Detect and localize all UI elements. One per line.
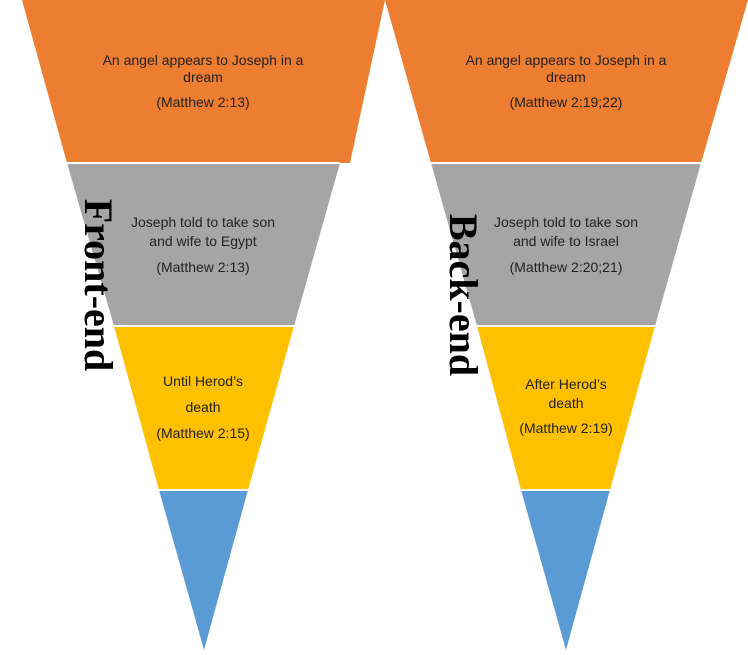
left-seg2-line1: Joseph told to take son (131, 214, 275, 230)
right-seg1-ref: (Matthew 2:19;22) (510, 94, 623, 110)
left-segment-3 (114, 326, 294, 490)
left-seg1-line1: An angel appears to Joseph in a (103, 52, 304, 68)
right-seg1-line1: An angel appears to Joseph in a (466, 52, 667, 68)
right-seg3-line1: After Herod’s (525, 376, 606, 392)
right-segment-2 (431, 163, 701, 326)
left-segment-2 (67, 163, 340, 326)
right-seg2-line2: and wife to Israel (513, 233, 619, 249)
right-seg3-line2: death (548, 395, 583, 411)
right-seg1-line2: dream (546, 69, 586, 85)
left-segment-1 (22, 0, 385, 163)
right-seg3-ref: (Matthew 2:19) (519, 420, 612, 436)
front-end-label: Front-end (76, 199, 121, 372)
right-seg2-line1: Joseph told to take son (494, 214, 638, 230)
left-seg3-ref: (Matthew 2:15) (156, 425, 249, 441)
back-end-label: Back-end (441, 214, 486, 376)
left-seg3-line1: Until Herod’s (163, 373, 243, 389)
left-seg3-line2: death (185, 399, 220, 415)
left-seg2-line2: and wife to Egypt (149, 233, 257, 249)
right-funnel: An angel appears to Joseph in a dream (M… (385, 0, 748, 650)
right-segment-4 (521, 490, 610, 650)
right-segment-1 (385, 0, 748, 163)
right-seg2-ref: (Matthew 2:20;21) (510, 259, 623, 275)
right-segment-3 (477, 326, 655, 490)
left-segment-4 (159, 490, 248, 650)
left-seg1-line2: dream (183, 69, 223, 85)
left-seg1-ref: (Matthew 2:13) (156, 94, 249, 110)
left-funnel: An angel appears to Joseph in a dream (M… (22, 0, 385, 650)
left-seg2-ref: (Matthew 2:13) (156, 259, 249, 275)
